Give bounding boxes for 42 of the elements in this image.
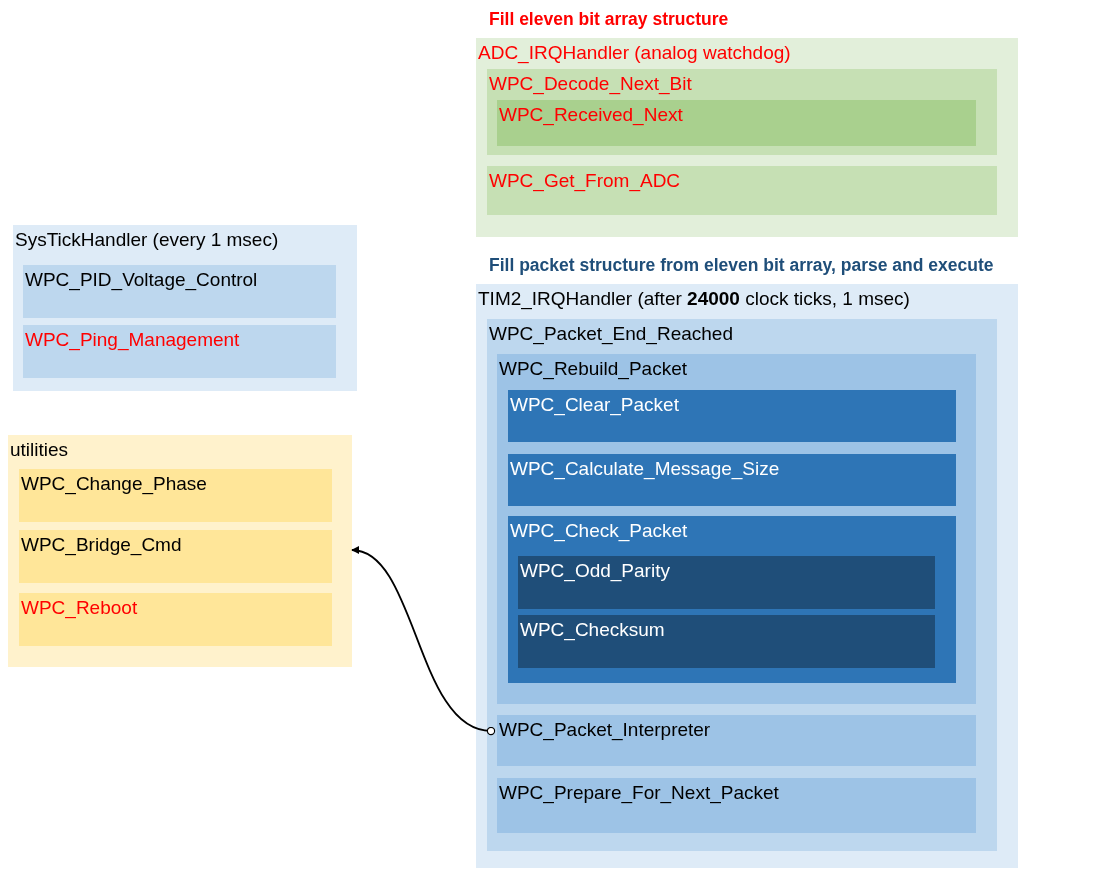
function-box — [518, 556, 935, 609]
section-heading: Fill eleven bit array structure — [489, 9, 729, 30]
function-name: WPC_Received_Next — [499, 104, 683, 126]
function-name: WPC_PID_Voltage_Control — [25, 269, 258, 291]
function-box — [497, 354, 976, 704]
function-name: WPC_Calculate_Message_Size — [510, 458, 780, 480]
function-name: WPC_Get_From_ADC — [489, 170, 681, 192]
function-name: ADC_IRQHandler (analog watchdog) — [478, 42, 791, 64]
function-box — [19, 593, 332, 646]
section-heading: Fill packet structure from eleven bit array, parse and execute — [489, 255, 994, 276]
function-box — [508, 390, 956, 442]
function-name: WPC_Prepare_For_Next_Packet — [499, 782, 779, 804]
function-box — [497, 715, 976, 766]
function-name: WPC_Checksum — [520, 619, 665, 641]
function-name: WPC_Reboot — [21, 597, 138, 619]
function-box — [508, 454, 956, 506]
function-box — [487, 166, 997, 215]
function-box — [19, 469, 332, 522]
function-name: WPC_Packet_Interpreter — [499, 719, 711, 741]
function-box — [497, 100, 976, 146]
function-name: utilities — [10, 439, 69, 461]
function-name: WPC_Decode_Next_Bit — [489, 73, 692, 95]
arrow — [351, 547, 496, 736]
function-name: WPC_Rebuild_Packet — [499, 358, 687, 380]
function-box — [13, 225, 357, 391]
function-box — [508, 516, 956, 683]
function-name: WPC_Check_Packet — [510, 520, 688, 542]
function-box — [518, 615, 935, 668]
function-box — [497, 778, 976, 833]
function-name: WPC_Bridge_Cmd — [21, 534, 182, 556]
function-name: TIM2_IRQHandler (after 24000 clock ticks, 1 msec) — [478, 288, 910, 310]
function-box — [487, 69, 997, 155]
function-box — [19, 530, 332, 583]
function-name: WPC_Clear_Packet — [510, 394, 679, 416]
function-box — [8, 435, 352, 667]
function-name: WPC_Ping_Management — [25, 329, 240, 351]
function-box — [23, 265, 336, 318]
function-name: WPC_Packet_End_Reached — [489, 323, 733, 345]
function-name: WPC_Odd_Parity — [520, 560, 670, 582]
function-name: SysTickHandler (every 1 msec) — [15, 229, 279, 251]
function-box — [23, 325, 336, 378]
function-name: WPC_Change_Phase — [21, 473, 207, 495]
